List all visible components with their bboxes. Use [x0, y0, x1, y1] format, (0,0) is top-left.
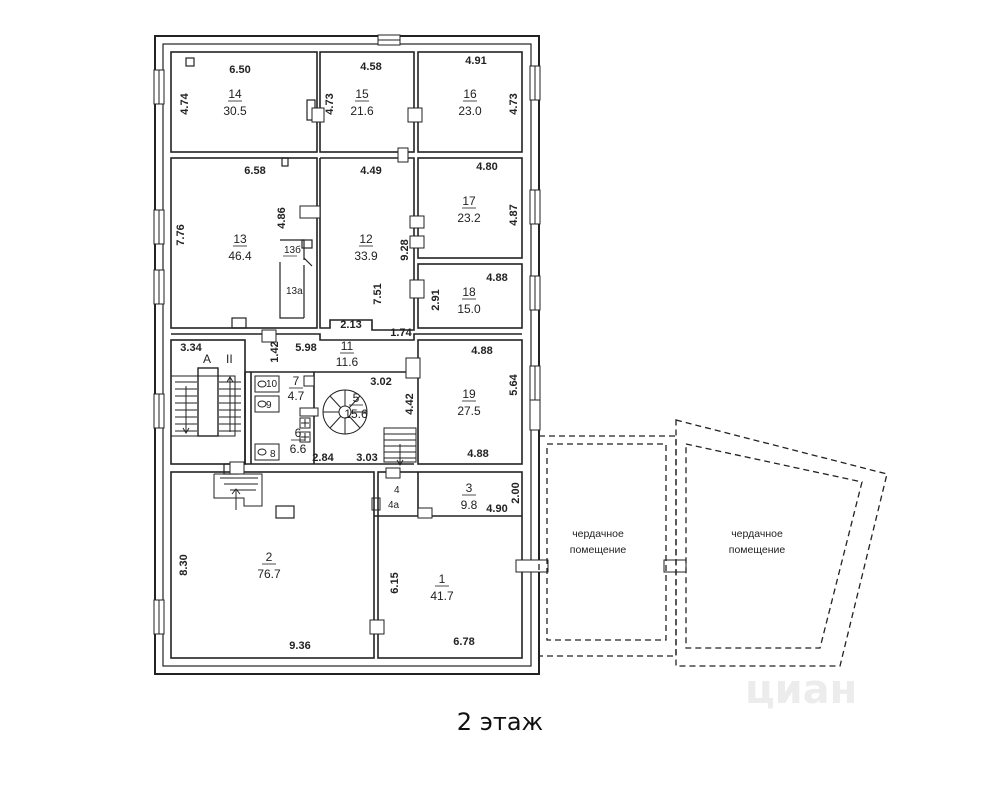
room-3-num: 3 [466, 481, 473, 495]
dim-1-42: 1.42 [269, 341, 281, 362]
dim-4-87: 4.87 [508, 204, 520, 225]
room-14-area: 30.5 [223, 104, 247, 118]
dim-6-15: 6.15 [389, 572, 401, 593]
dim-4-88c: 4.88 [467, 448, 488, 460]
staircase-small [383, 427, 417, 466]
room-labels: 14 30.5 15 21.6 16 23.0 13 46.4 12 33.9 … [203, 87, 482, 603]
room-13-area: 46.4 [228, 249, 252, 263]
dim-4-74: 4.74 [179, 92, 191, 114]
dim-9-28: 9.28 [399, 239, 411, 260]
attic-1-line-2: помещение [570, 544, 627, 556]
room-17-area: 23.2 [457, 211, 481, 225]
room-13-num: 13 [233, 232, 247, 246]
windows [153, 34, 541, 635]
dim-6-78: 6.78 [453, 636, 474, 648]
room-11-num: 11 [341, 339, 354, 353]
dim-7-76: 7.76 [175, 224, 187, 245]
staircase-a [170, 367, 241, 437]
room-15-num: 15 [355, 87, 369, 101]
room-13a-label: 13а [286, 286, 303, 297]
room-19-area: 27.5 [457, 404, 481, 418]
room-17-num: 17 [462, 194, 476, 208]
dim-4-91: 4.91 [465, 55, 486, 67]
dim-2-00: 2.00 [510, 482, 522, 503]
room-6-num: 6 [295, 426, 302, 440]
room-16-area: 23.0 [458, 104, 482, 118]
dim-4-88a: 4.88 [486, 272, 507, 284]
closet-walls [185, 57, 316, 519]
room-12-area: 33.9 [354, 249, 378, 263]
attic-outline [538, 419, 888, 667]
room-9-label: 9 [266, 400, 272, 411]
room-15-area: 21.6 [350, 104, 374, 118]
spiral-staircase [322, 389, 368, 435]
room-10-label: 10 [266, 379, 278, 390]
dim-4-80: 4.80 [476, 161, 497, 173]
room-1-num: 1 [439, 572, 446, 586]
room-7-area: 4.7 [288, 389, 305, 403]
dim-4-73a: 4.73 [324, 93, 336, 114]
wc-fixtures [254, 375, 381, 511]
dim-5-64: 5.64 [508, 373, 520, 395]
dim-4-86: 4.86 [276, 207, 288, 228]
attic-2-line-2: помещение [729, 544, 786, 556]
stair-a-label: А [203, 352, 211, 366]
room-11-area: 11.6 [336, 355, 359, 369]
room-18-area: 15.0 [457, 302, 481, 316]
dim-4-73b: 4.73 [508, 93, 520, 114]
staircase-room-2 [213, 473, 263, 510]
room-8-label: 8 [270, 449, 276, 460]
dim-6-58: 6.58 [244, 165, 265, 177]
room-14-num: 14 [228, 87, 242, 101]
dim-3-34: 3.34 [180, 342, 202, 354]
dim-2-13: 2.13 [340, 319, 361, 331]
dim-4-42: 4.42 [404, 393, 416, 414]
room-4a-label: 4а [388, 500, 400, 511]
room-7-num: 7 [293, 374, 300, 388]
dim-8-30: 8.30 [178, 554, 190, 575]
attic-1-line-1: чердачное [572, 528, 624, 540]
dimension-labels: 6.50 4.74 4.58 4.73 4.91 4.73 6.58 4.49 … [175, 55, 522, 652]
room-16-num: 16 [463, 87, 477, 101]
dim-4-58: 4.58 [360, 61, 381, 73]
outer-walls [154, 35, 540, 675]
stair-ii-label: II [226, 352, 233, 366]
floor-caption: 2 этаж [456, 708, 544, 736]
dim-5-98: 5.98 [295, 342, 316, 354]
dim-4-49: 4.49 [360, 165, 381, 177]
room-1-area: 41.7 [430, 589, 454, 603]
dim-4-88b: 4.88 [471, 345, 492, 357]
room-19-num: 19 [462, 387, 476, 401]
room-3-area: 9.8 [461, 498, 478, 512]
dim-1-74: 1.74 [390, 327, 412, 339]
dim-2-84: 2.84 [312, 452, 334, 464]
dim-7-51: 7.51 [372, 283, 384, 304]
room-18-num: 18 [462, 285, 476, 299]
room-12-num: 12 [359, 232, 373, 246]
attic-2-line-1: чердачное [731, 528, 783, 540]
dim-6-50: 6.50 [229, 64, 250, 76]
room-4-label: 4 [394, 485, 400, 496]
room-5-num: 5 [353, 391, 360, 405]
door-marks [229, 107, 687, 635]
dim-3-03: 3.03 [356, 452, 377, 464]
watermark-text: циан [745, 667, 857, 713]
dim-2-91: 2.91 [430, 289, 442, 310]
dim-3-02: 3.02 [370, 376, 391, 388]
attic-labels: чердачное помещение чердачное помещение [570, 528, 786, 556]
room-2-area: 76.7 [257, 567, 281, 581]
dim-4-90: 4.90 [486, 503, 507, 515]
room-5-area: 15.6 [344, 407, 368, 421]
room-6-area: 6.6 [290, 442, 307, 456]
room-2-num: 2 [266, 550, 273, 564]
dim-9-36: 9.36 [289, 640, 310, 652]
room-13b-label: 13б [284, 244, 301, 256]
